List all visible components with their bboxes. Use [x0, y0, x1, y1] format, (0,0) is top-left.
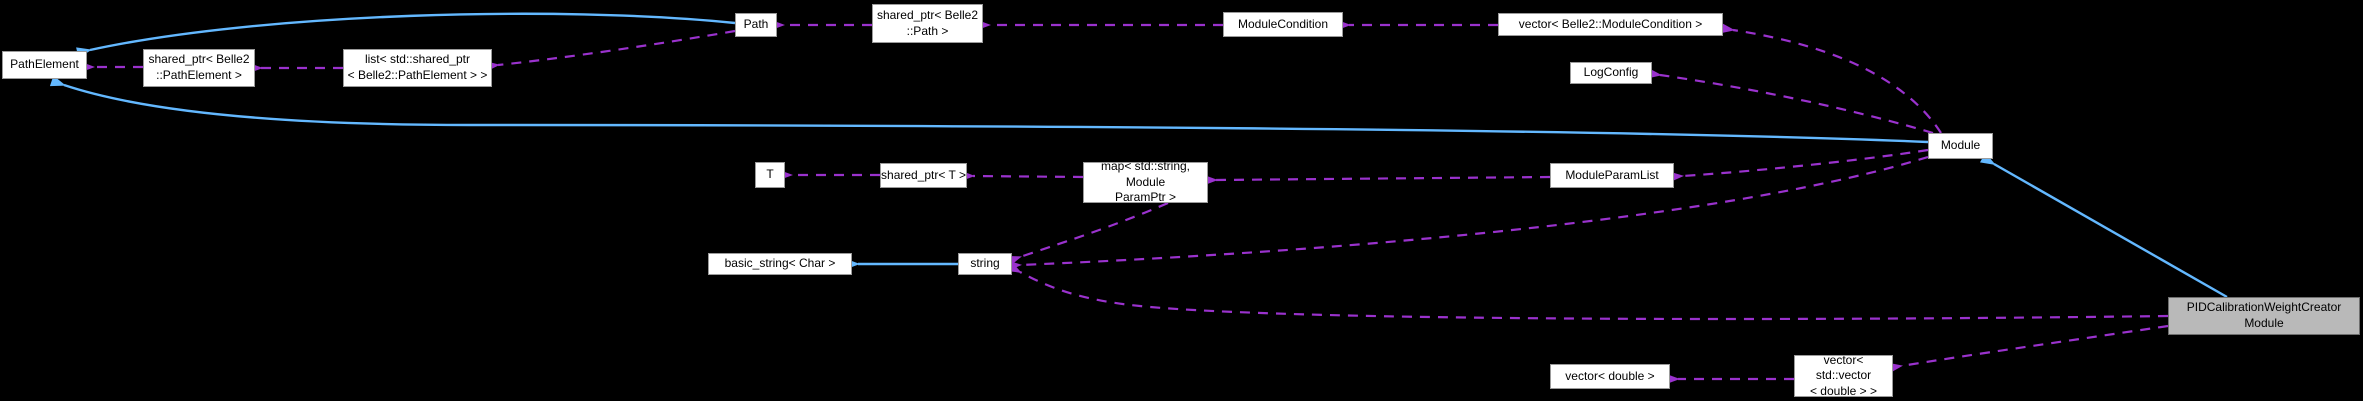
edge-map-to-sharedptrt [959, 170, 1084, 182]
edge-path-to-list [484, 29, 736, 72]
node-map-string-moduleparamptr[interactable]: map< std::string, Module ParamPtr > [1083, 159, 1208, 204]
node-moduleparamlist[interactable]: ModuleParamList [1550, 163, 1674, 188]
edge-pidmodule-to-vectorvectordouble [1887, 324, 2169, 374]
node-shared-ptr-path[interactable]: shared_ptr< Belle2 ::Path > [872, 4, 983, 43]
node-pathelement[interactable]: PathElement [2, 51, 87, 79]
node-vector-double[interactable]: vector< double > [1550, 364, 1670, 389]
node-vector-vector-double[interactable]: vector< std::vector < double > > [1794, 353, 1893, 398]
node-logconfig[interactable]: LogConfig [1570, 62, 1652, 84]
node-basic-string-char[interactable]: basic_string< Char > [708, 253, 852, 275]
node-string[interactable]: string [958, 253, 1012, 275]
edge-path-to-pathelement [76, 12, 736, 59]
edge-module-to-string [1006, 155, 1929, 272]
edge-module-to-pathelement [49, 75, 1929, 144]
node-shared-ptr-t[interactable]: shared_ptr< T > [880, 163, 967, 188]
edge-module-to-vectormodulecondition [1719, 22, 1942, 134]
edge-module-to-moduleparamlist [1668, 148, 1929, 183]
node-pidcalibrationweightcreatormodule: PIDCalibrationWeightCreator Module [2168, 297, 2360, 335]
node-modulecondition[interactable]: ModuleCondition [1223, 12, 1343, 37]
node-t[interactable]: T [755, 162, 785, 188]
node-list-shared-ptr-pathelement[interactable]: list< std::shared_ptr < Belle2::PathElem… [343, 49, 492, 87]
node-path[interactable]: Path [735, 13, 777, 37]
edge-pidmodule-to-string [1005, 261, 2169, 321]
node-vector-modulecondition[interactable]: vector< Belle2::ModuleCondition > [1498, 13, 1723, 36]
edge-map-to-string [1005, 201, 1169, 267]
edge-moduleparamlist-to-map [1202, 174, 1551, 186]
node-shared-ptr-pathelement[interactable]: shared_ptr< Belle2 ::PathElement > [143, 49, 255, 87]
edge-module-to-logconfig [1646, 67, 1934, 135]
edge-pidmodule-to-module [1979, 152, 2228, 299]
node-module[interactable]: Module [1928, 133, 1993, 159]
